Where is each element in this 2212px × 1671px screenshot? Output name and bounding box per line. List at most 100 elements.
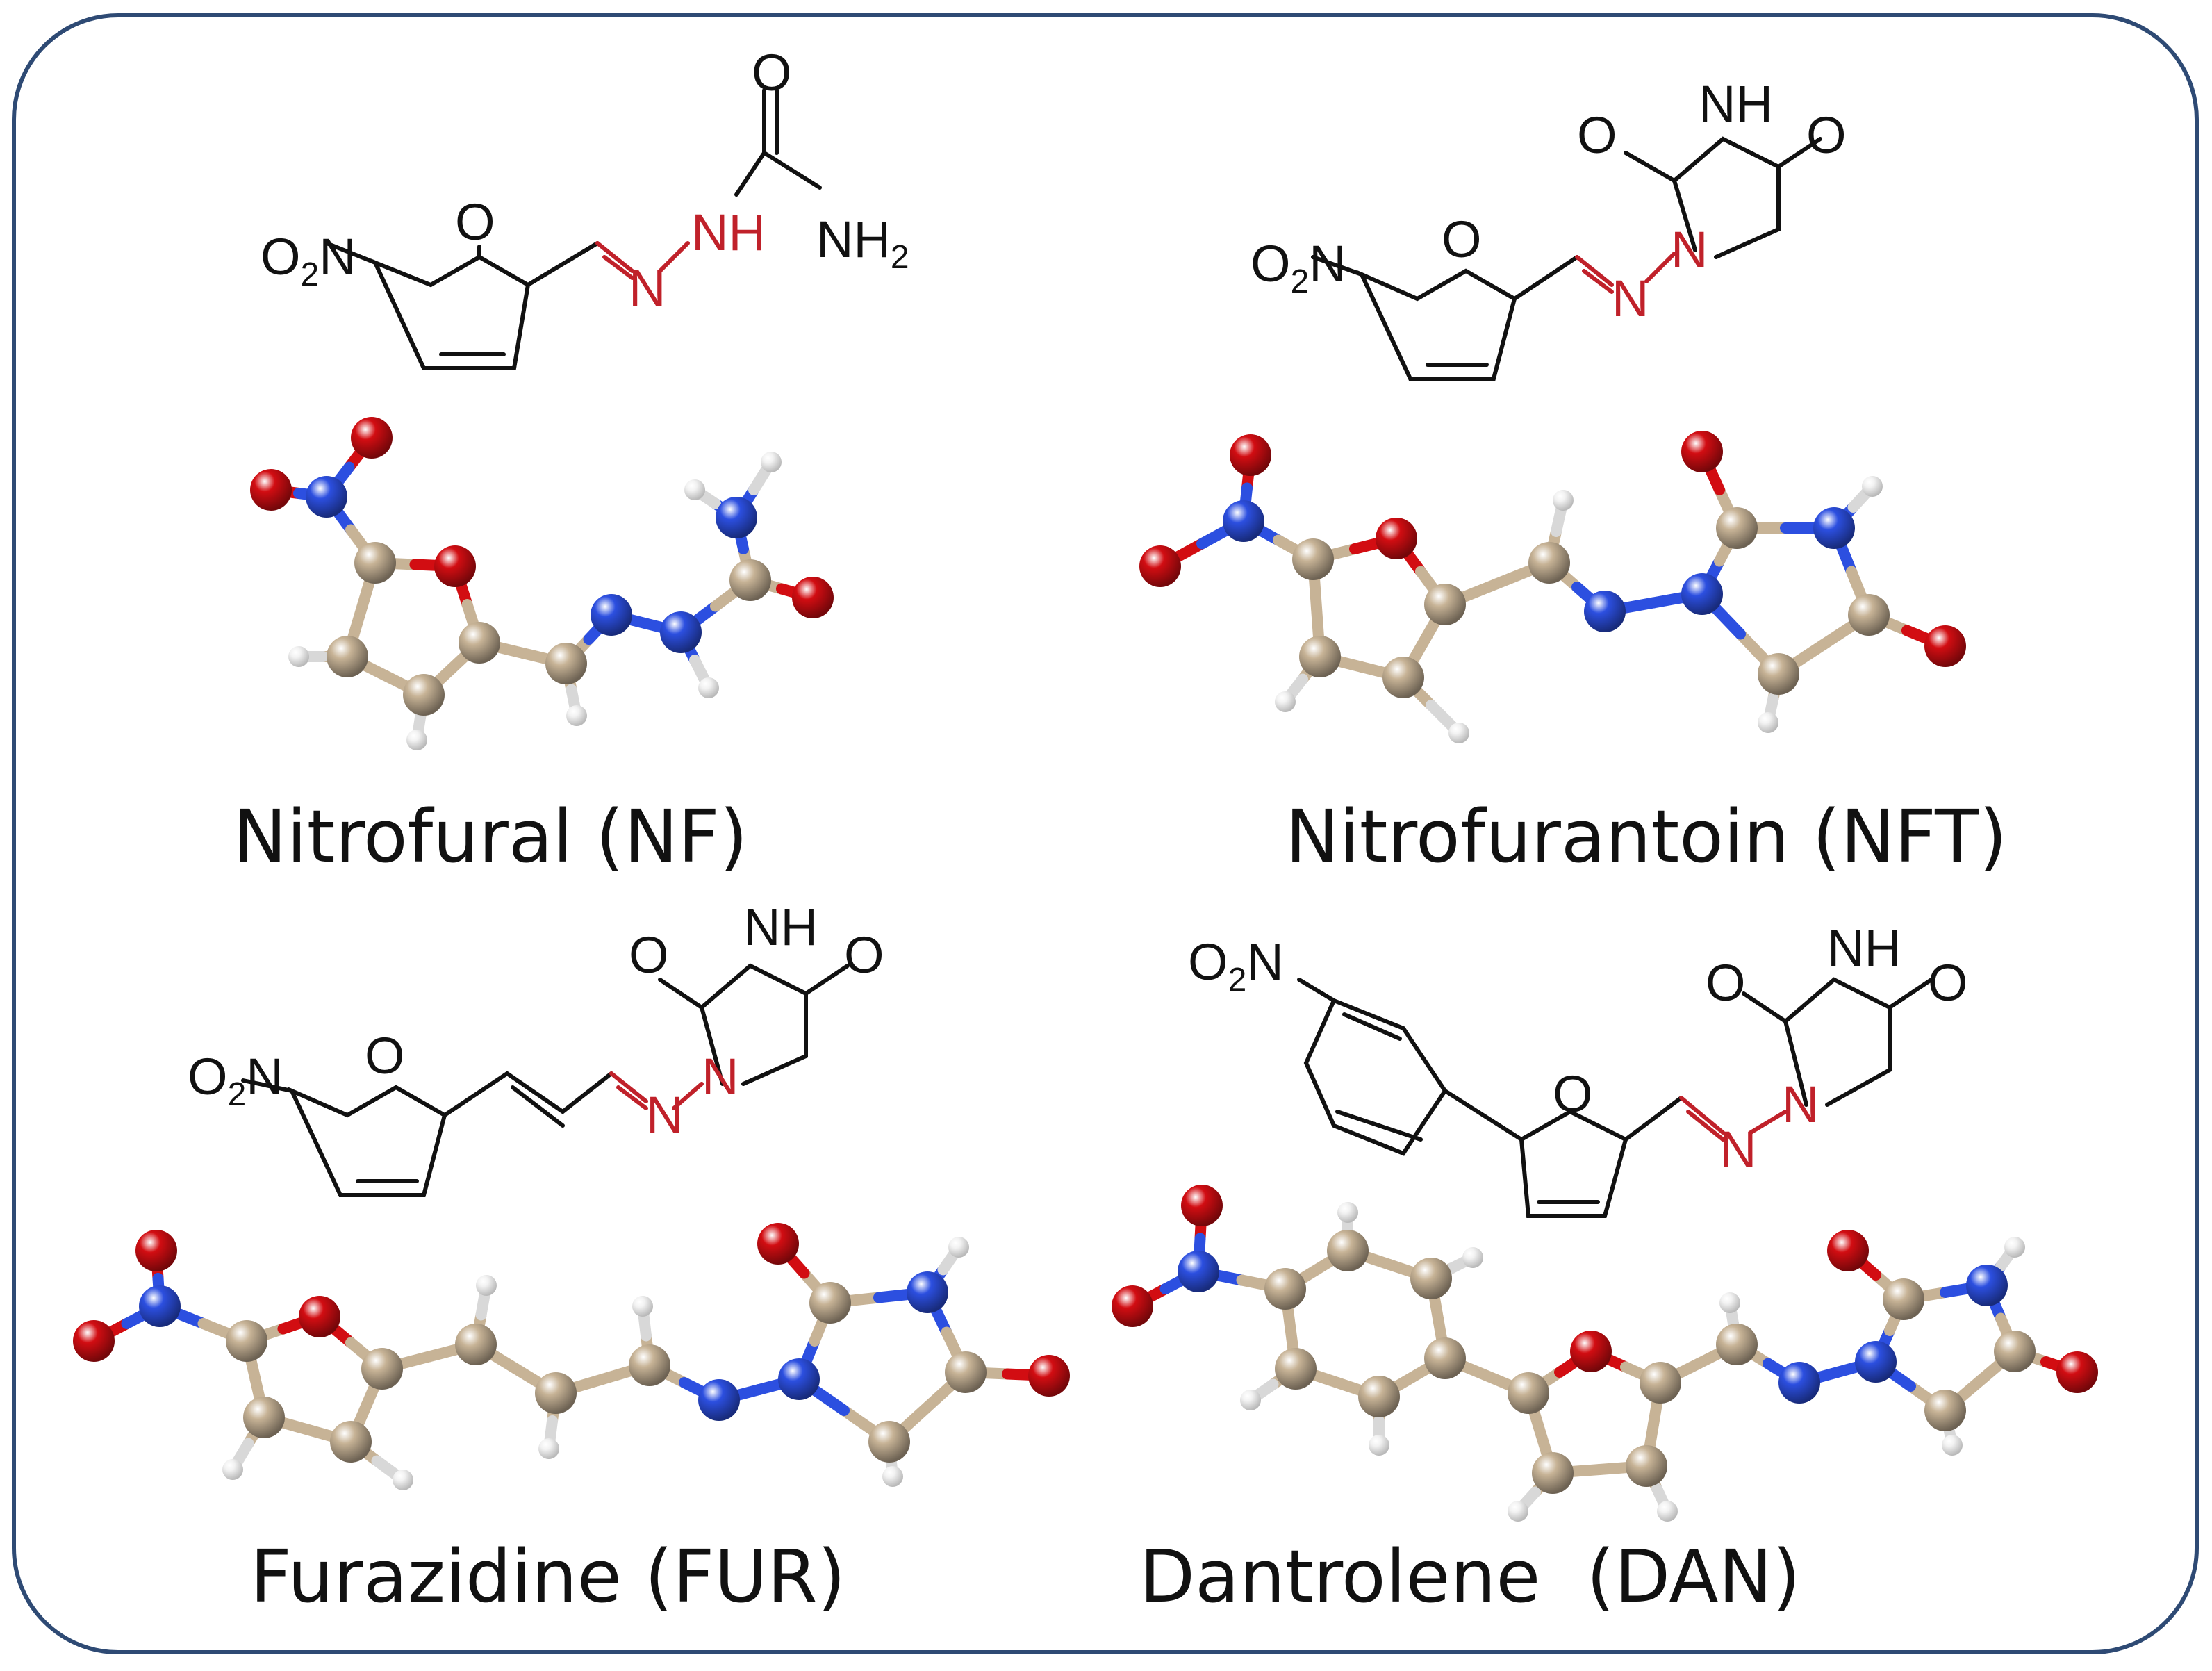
atom-n <box>660 611 702 653</box>
atom-n <box>1855 1341 1897 1383</box>
atom-h <box>1240 1390 1261 1410</box>
caption-furazidine: Furazidine (FUR) <box>250 1534 845 1619</box>
atom-h <box>538 1438 559 1459</box>
atom-n <box>1178 1251 1219 1292</box>
atom-h <box>476 1275 497 1296</box>
atom-label: N <box>702 1048 738 1105</box>
atom-h <box>288 646 309 667</box>
caption-nitrofural: Nitrofural (NF) <box>233 794 748 879</box>
atom-c <box>1532 1452 1574 1494</box>
atom-c <box>361 1348 403 1390</box>
atom-h <box>1369 1435 1389 1456</box>
atom-n <box>1813 507 1855 549</box>
atom-label: O2N <box>1251 235 1346 300</box>
nitrofural-structural-formula <box>324 88 822 370</box>
atom-c <box>1410 1258 1452 1299</box>
atom-c <box>1924 1390 1966 1431</box>
atom-n <box>1223 500 1264 542</box>
atom-label: O <box>1928 954 1968 1012</box>
atom-n <box>716 497 757 538</box>
atom-label: N <box>629 259 666 317</box>
atom-label: NH <box>691 204 766 261</box>
atom-h <box>1337 1202 1358 1223</box>
atom-label: N <box>1612 270 1649 327</box>
caption-dantrolene: Dantrolene (DAN) <box>1139 1534 1801 1619</box>
atom-o <box>1181 1185 1223 1226</box>
atom-c <box>1640 1362 1681 1404</box>
furazidine-atom-labels: O2N O O O NH N N <box>188 898 884 1144</box>
atom-c <box>1327 1230 1369 1271</box>
atom-label: NH <box>1827 919 1901 977</box>
atom-c <box>1716 1324 1758 1365</box>
atom-n <box>907 1271 948 1313</box>
atom-label: O <box>1706 954 1746 1012</box>
atom-h <box>1508 1501 1528 1522</box>
atom-h <box>2004 1237 2025 1258</box>
atom-c <box>545 643 587 684</box>
atom-o <box>1681 431 1723 472</box>
atom-c <box>1358 1376 1400 1417</box>
atom-label: O <box>365 1027 405 1085</box>
atom-n <box>306 476 347 518</box>
dantrolene-atom-labels: O2N O O O NH N N <box>1188 919 1968 1178</box>
atom-h <box>1758 712 1778 733</box>
atom-c <box>1382 657 1424 698</box>
atom-c <box>1424 584 1466 625</box>
atom-o <box>434 545 476 587</box>
nitrofural-atom-labels: O2N O O NH2 N NH <box>261 44 909 317</box>
atom-o <box>792 577 834 618</box>
atom-c <box>1626 1445 1667 1487</box>
atom-o <box>1139 545 1181 587</box>
atom-o <box>135 1230 177 1271</box>
atom-h <box>882 1466 903 1487</box>
atom-c <box>1264 1268 1306 1310</box>
atom-o <box>1112 1285 1153 1327</box>
atom-label: O <box>1577 106 1617 164</box>
atom-c <box>1883 1278 1924 1320</box>
atom-c <box>403 674 445 716</box>
atom-c <box>327 636 368 677</box>
atom-c <box>629 1344 670 1386</box>
atom-h <box>761 452 782 472</box>
atom-c <box>1528 542 1570 584</box>
atom-o <box>250 469 292 511</box>
dantrolene-structural-formula <box>1297 977 1933 1218</box>
atom-c <box>354 542 396 584</box>
atom-label: NH2 <box>816 211 909 276</box>
atom-o <box>351 417 393 459</box>
atom-h <box>406 730 427 750</box>
atom-h <box>948 1237 969 1258</box>
furazidine-3d-model <box>73 1223 1070 1490</box>
atom-c <box>1848 594 1890 636</box>
atom-h <box>393 1470 413 1490</box>
atom-label: O <box>1806 106 1847 164</box>
atom-label: O2N <box>1188 933 1284 998</box>
atom-label: O2N <box>261 228 356 293</box>
atom-c <box>945 1351 987 1393</box>
atom-o <box>2056 1351 2098 1393</box>
atom-h <box>222 1459 243 1480</box>
atom-o <box>1376 518 1417 559</box>
atom-n <box>778 1358 820 1400</box>
atom-c <box>729 559 771 601</box>
atom-c <box>1994 1331 2036 1372</box>
atom-label: O2N <box>188 1048 283 1113</box>
atom-c <box>1758 653 1799 695</box>
atom-o <box>757 1223 799 1265</box>
atom-o <box>1570 1331 1612 1372</box>
atom-label: O <box>1442 211 1482 268</box>
atom-h <box>632 1296 653 1317</box>
nitrofural-3d-model <box>250 417 834 750</box>
atom-n <box>591 594 632 636</box>
nitrofurantoin-atom-labels: O2N O O O NH N N <box>1251 75 1847 327</box>
atom-c <box>809 1282 851 1324</box>
caption-nitrofurantoin: Nitrofurantoin (NFT) <box>1285 794 2007 879</box>
atom-h <box>1657 1501 1678 1522</box>
atom-h <box>684 479 705 500</box>
atom-o <box>73 1320 115 1362</box>
atom-label: O <box>844 926 884 984</box>
atom-o <box>1028 1355 1070 1397</box>
atom-n <box>1966 1265 2008 1306</box>
atom-h <box>1462 1247 1483 1268</box>
